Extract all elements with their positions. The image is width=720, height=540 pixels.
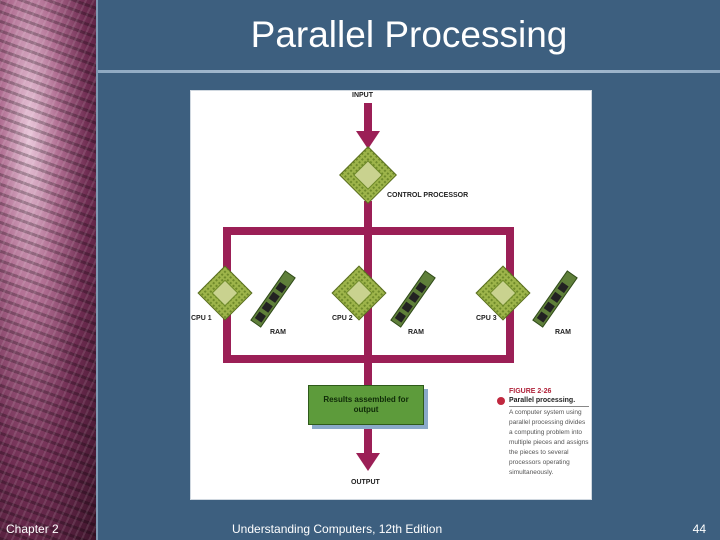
ram-1-label: RAM	[270, 329, 286, 336]
footer-chapter: Chapter 2	[6, 522, 59, 536]
ram-2-label: RAM	[408, 329, 424, 336]
figure-caption: FIGURE 2-26 Parallel processing. A compu…	[509, 387, 589, 478]
caption-bullet-icon	[497, 397, 505, 405]
ram-3-label: RAM	[555, 329, 571, 336]
results-assembled-text: Results assembled for output	[323, 395, 409, 414]
ram-stick-3	[532, 270, 578, 328]
input-arrow-head	[356, 131, 380, 149]
footer-book-title: Understanding Computers, 12th Edition	[232, 522, 443, 536]
ram-stick-2	[390, 270, 436, 328]
output-arrow-head	[356, 453, 380, 471]
cpu-1-label: CPU 1	[191, 315, 212, 322]
cpu-chip-2	[331, 265, 387, 321]
title-divider	[98, 70, 720, 73]
figure-number: FIGURE 2-26	[509, 388, 552, 395]
parallel-processing-figure: INPUT CONTROL PROCESSOR CPU 1 RAM CPU 2 …	[190, 90, 592, 500]
diagram-graphic	[197, 103, 578, 471]
figure-description: A computer system using parallel process…	[509, 409, 589, 476]
figure-heading: Parallel processing.	[509, 396, 589, 407]
cpu-chip-1	[197, 265, 253, 321]
cpu-2-label: CPU 2	[332, 315, 353, 322]
results-assembled-box: Results assembled for output	[308, 385, 424, 425]
output-label: OUTPUT	[351, 479, 380, 486]
control-processor-chip	[339, 146, 397, 204]
slide-title: Parallel Processing	[250, 14, 568, 55]
cpu-3-label: CPU 3	[476, 315, 497, 322]
input-label: INPUT	[352, 92, 373, 99]
decorative-side-panel	[0, 0, 98, 540]
ram-stick-1	[250, 270, 296, 328]
cpu-chip-3	[475, 265, 531, 321]
control-processor-label: CONTROL PROCESSOR	[387, 192, 469, 199]
page-number: 44	[692, 522, 706, 536]
